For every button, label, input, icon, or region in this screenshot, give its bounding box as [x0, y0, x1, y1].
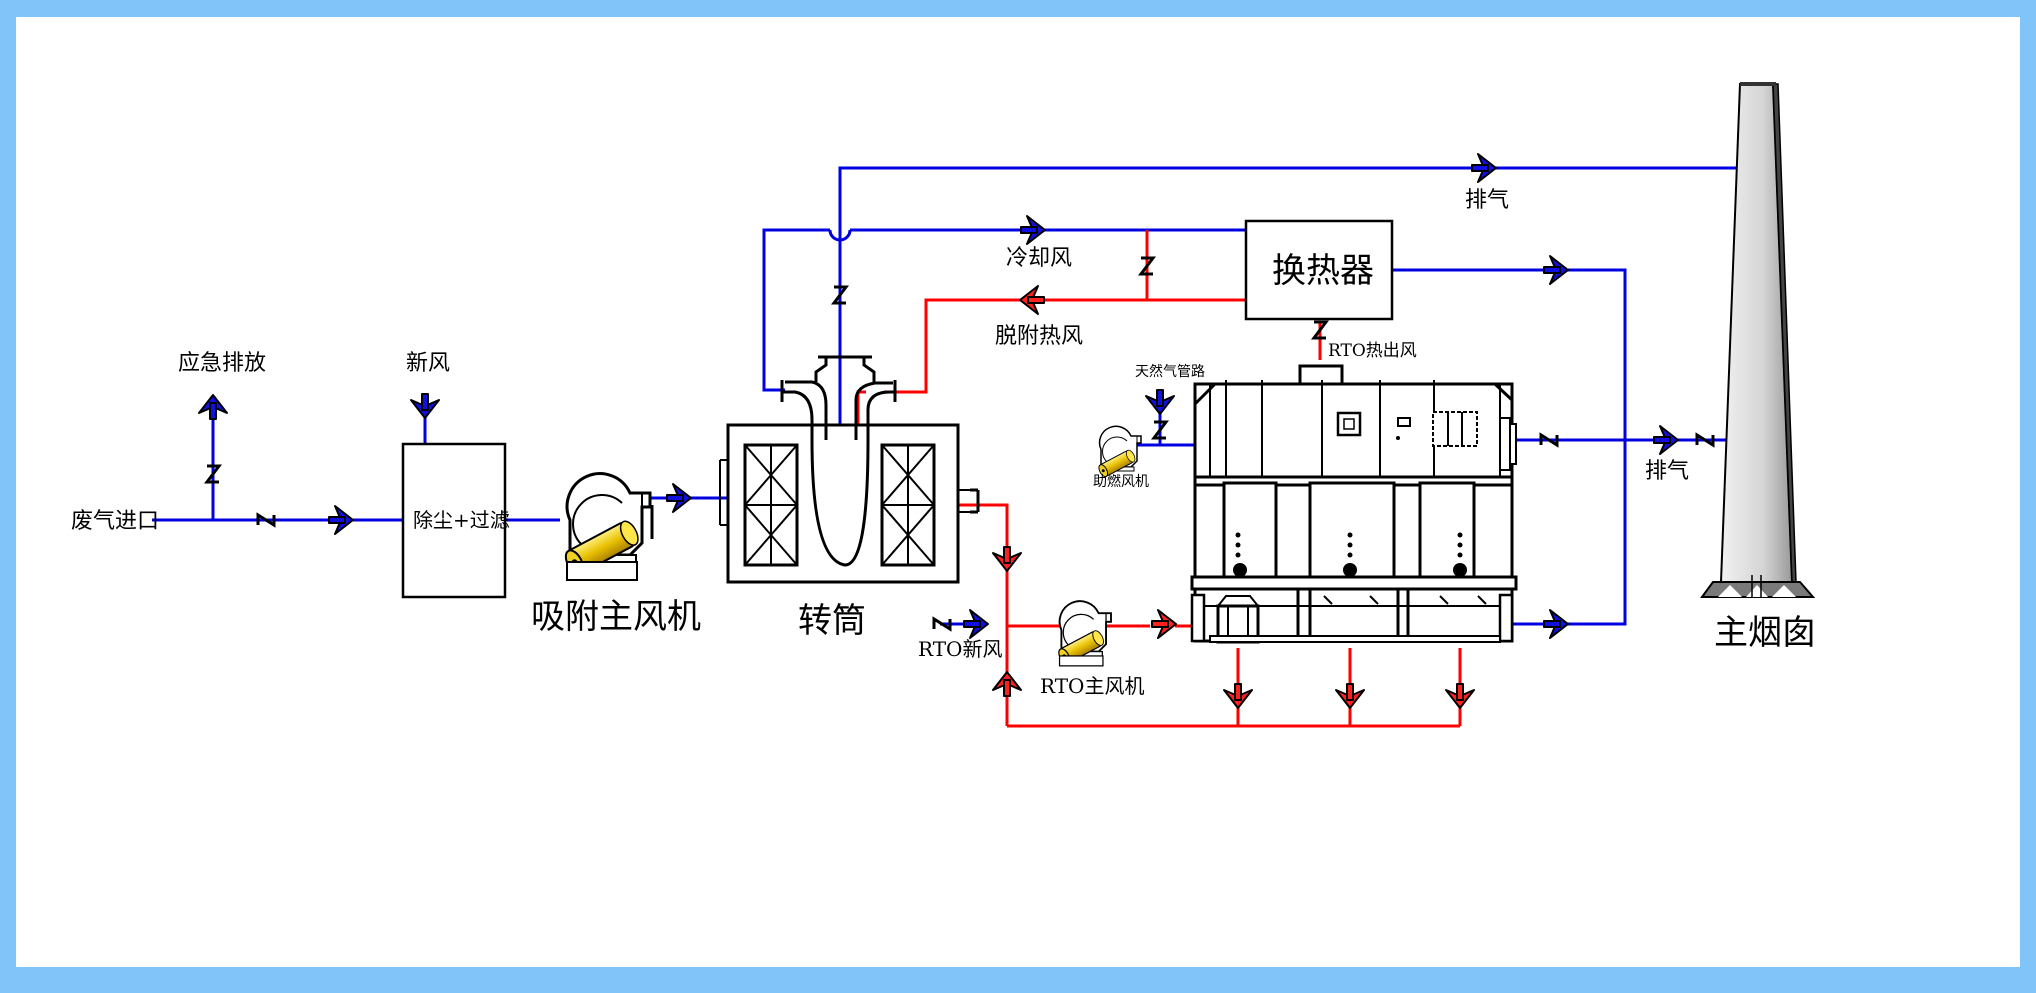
label-emergency-release: 应急排放	[178, 351, 266, 376]
label-rto-fresh-air: RTO新风	[918, 637, 1002, 661]
label-exhaust-mid: 排气	[1645, 459, 1689, 484]
heat-exchanger-box	[1244, 219, 1394, 321]
label-desorption-hot-air: 脱附热风	[995, 324, 1083, 349]
rotor-drum	[719, 355, 980, 584]
label-natural-gas-pipe: 天然气管路	[1135, 363, 1205, 380]
diagram-labels: 废气进口 应急排放 新风 除尘+过滤 吸附主风机 转筒 冷却风 脱附热风 换热器…	[71, 188, 1816, 698]
label-exhaust-top: 排气	[1465, 188, 1509, 213]
dust-filter-box	[401, 442, 507, 599]
canvas-background	[16, 17, 2020, 967]
main-chimney	[1700, 82, 1816, 598]
label-fresh-air: 新风	[406, 351, 450, 376]
label-rto-main-fan: RTO主风机	[1040, 674, 1144, 698]
label-rto-hot-out: RTO热出风	[1328, 341, 1417, 361]
label-rotor: 转筒	[798, 601, 866, 641]
label-combustion-fan: 助燃风机	[1093, 473, 1149, 490]
label-main-chimney: 主烟囱	[1714, 613, 1816, 653]
label-cooling-air: 冷却风	[1006, 246, 1072, 271]
label-dust-filter: 除尘+过滤	[413, 508, 510, 532]
label-heat-exchanger: 换热器	[1272, 251, 1374, 291]
rto-main-fan	[1055, 600, 1112, 667]
label-exhaust-inlet: 废气进口	[71, 509, 159, 534]
rto-unit	[1190, 364, 1518, 644]
adsorption-fan	[560, 472, 654, 581]
label-adsorption-fan: 吸附主风机	[531, 597, 701, 637]
